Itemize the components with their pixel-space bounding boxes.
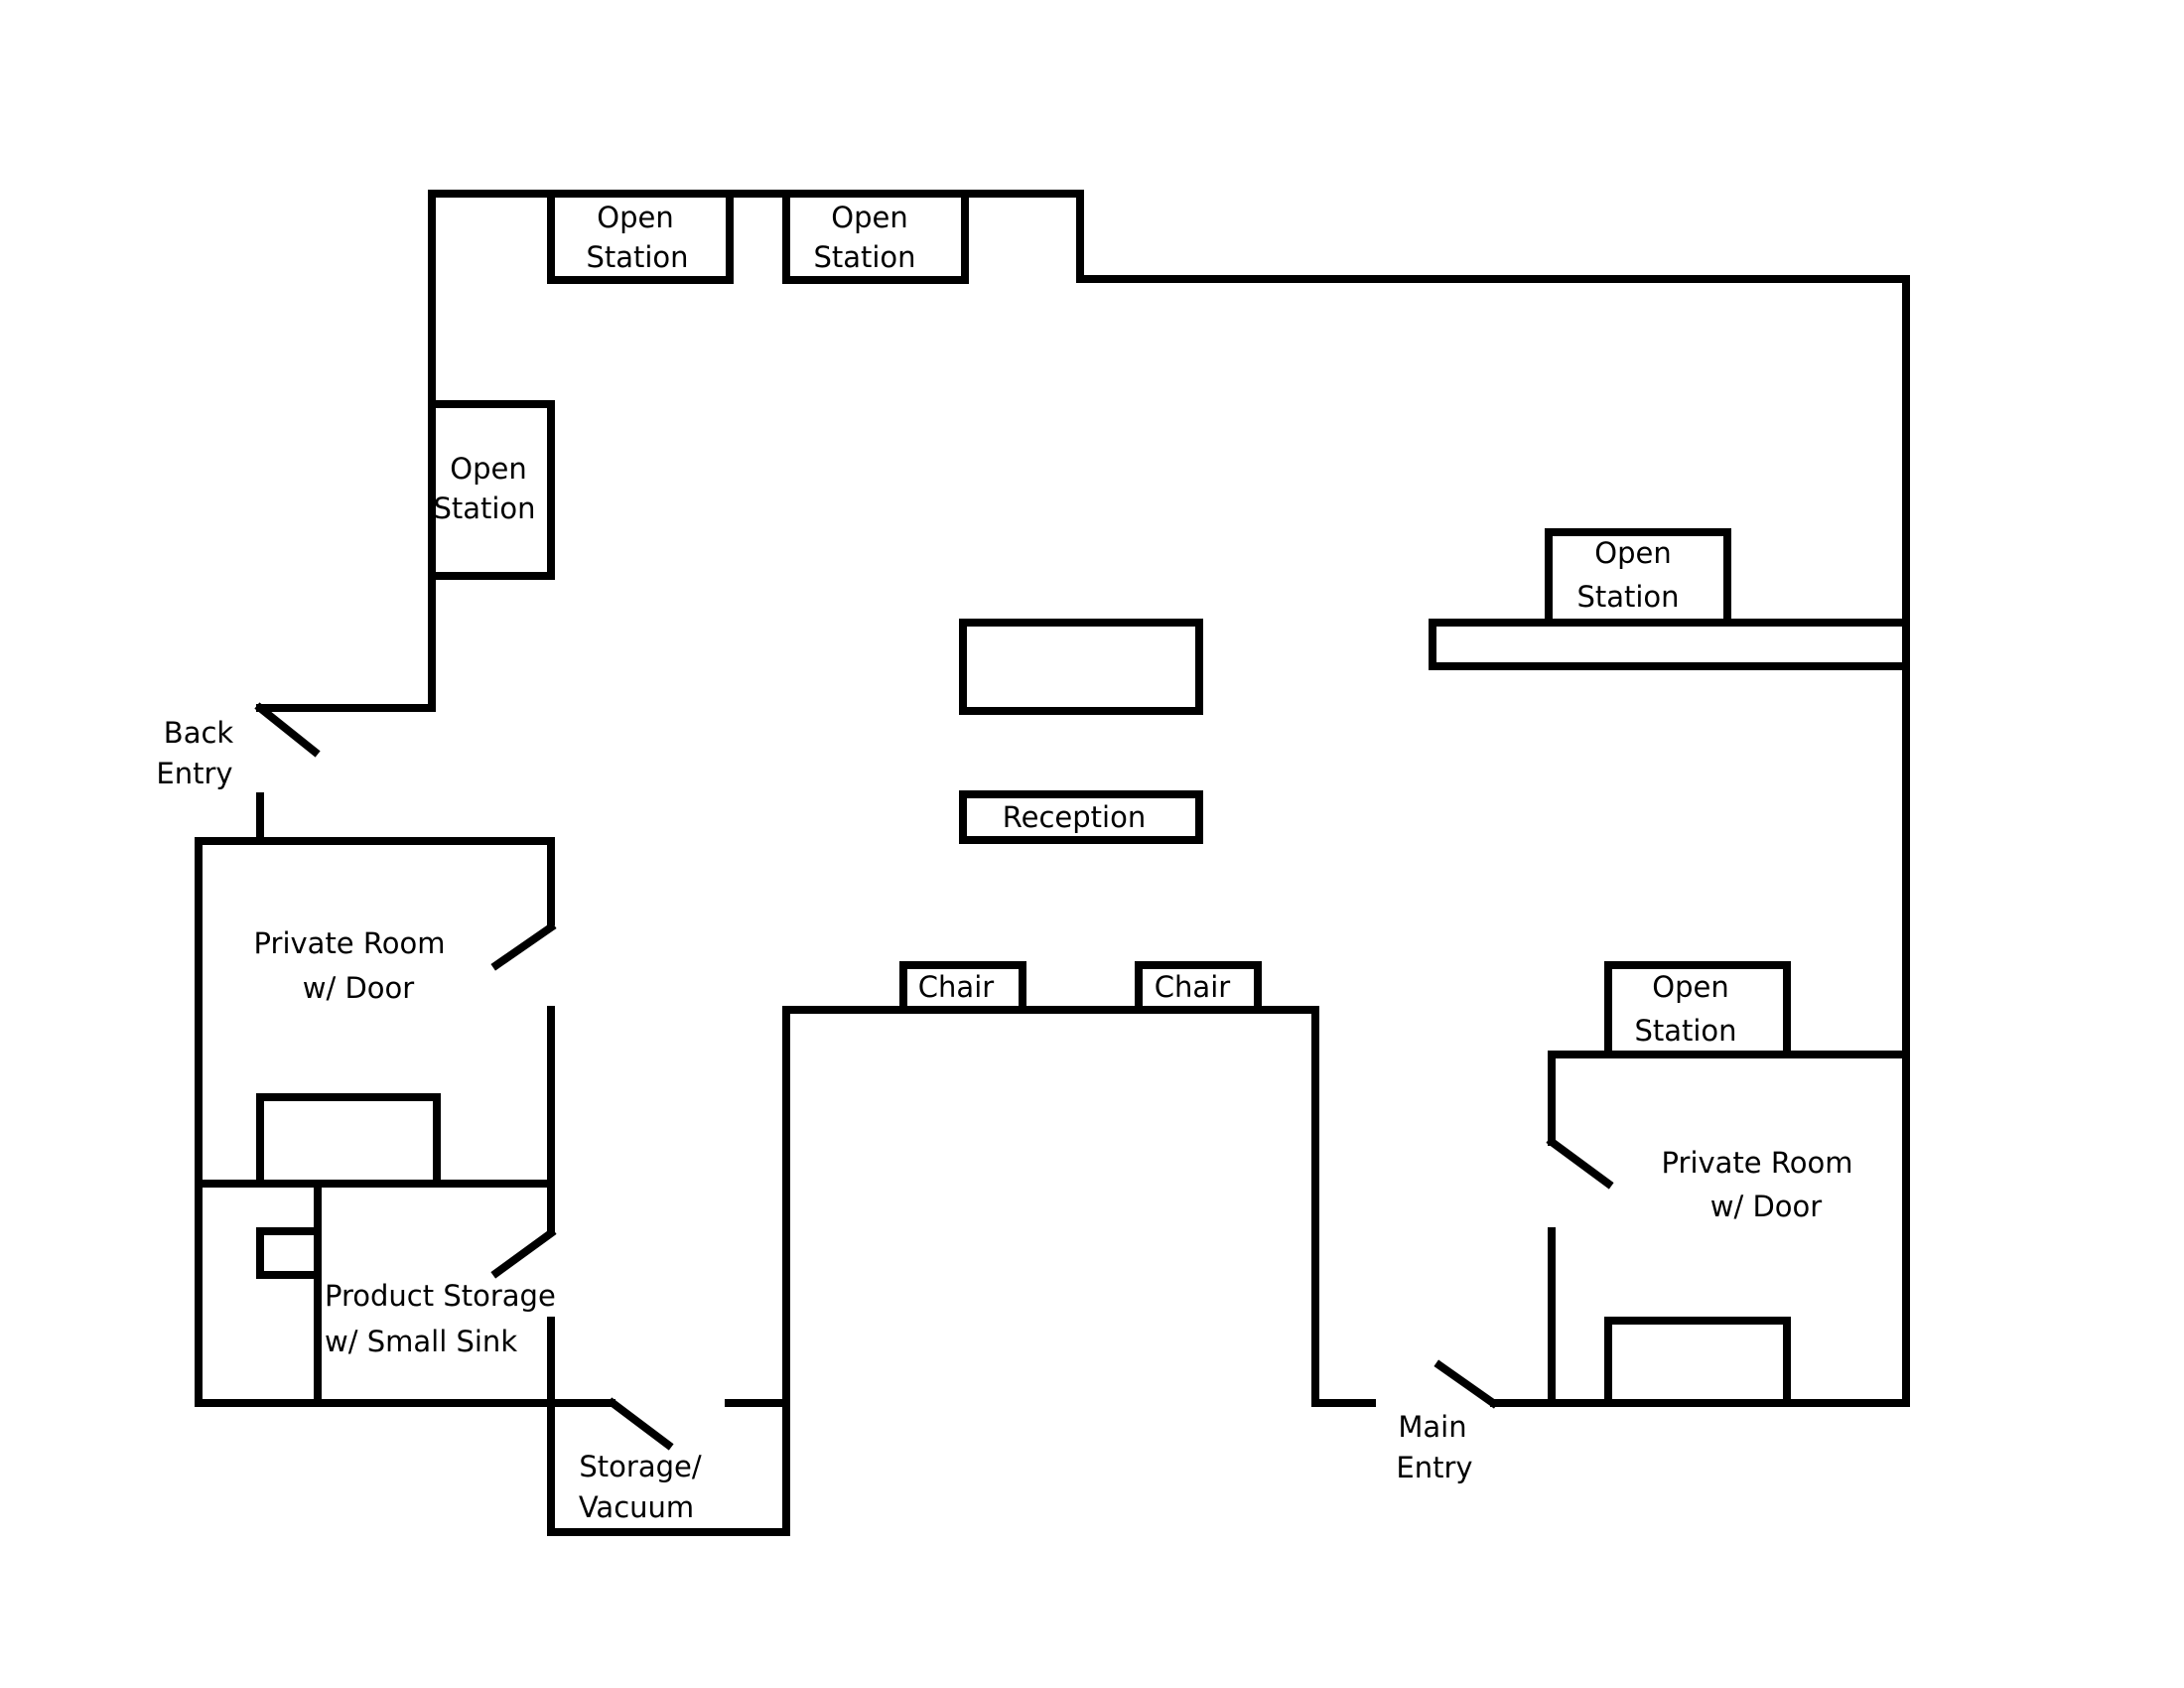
private-room-left-door (490, 921, 557, 971)
open-station-label-line2: Station (586, 240, 688, 274)
product-storage-label-line2: w/ Small Sink (325, 1325, 517, 1358)
open-station-label-line2: Station (1634, 1014, 1736, 1048)
open-station-label-line1: Open (1594, 536, 1671, 570)
wall-private-room-right (1548, 1051, 1910, 1146)
storage-vacuum-label-line2: Vacuum (579, 1490, 694, 1524)
private-room-right-door (1546, 1136, 1614, 1190)
main-entry-label-line2: Entry (1396, 1451, 1472, 1484)
back-entry-door (254, 702, 321, 758)
open-station-label-line1: Open (450, 452, 526, 486)
open-station-label-line2: Station (813, 240, 915, 274)
private-room-left-label-line1: Private Room (254, 926, 446, 960)
open-station-label-line2: Station (1576, 580, 1679, 614)
chair-label: Chair (918, 970, 994, 1004)
open-station-box (1545, 528, 1731, 627)
open-station-box (547, 190, 734, 284)
back-entry-label-line1: Back (164, 716, 234, 750)
open-station-box (782, 190, 969, 284)
main-entry-label-line1: Main (1398, 1410, 1466, 1444)
storage-vacuum-label-line1: Storage/ (579, 1450, 701, 1483)
product-storage-label-line1: Product Storage (325, 1279, 556, 1313)
wall-south-west (195, 837, 555, 1407)
back-entry-label-line2: Entry (156, 757, 232, 790)
open-station-3: Open Station (428, 400, 555, 580)
chair-label: Chair (1155, 970, 1230, 1004)
center-table (959, 619, 1203, 715)
reception-desk: Reception (959, 790, 1203, 844)
private-room-right-label-line2: w/ Door (1710, 1190, 1823, 1223)
open-station-label-line1: Open (597, 201, 673, 234)
open-station-1: Open Station (547, 190, 734, 284)
counter-right (1429, 619, 1910, 670)
chair-1: Chair (899, 961, 1026, 1014)
open-station-label-line2: Station (433, 492, 535, 525)
reception-label: Reception (1003, 800, 1146, 834)
open-station-4: Open Station (1545, 528, 1731, 627)
private-room-left-bed (256, 1093, 441, 1188)
open-station-2: Open Station (782, 190, 969, 284)
wall-north-west (256, 190, 1910, 1407)
reception-box (959, 790, 1203, 844)
doors (254, 702, 1614, 1451)
open-station-box (428, 400, 555, 580)
chair-box (1135, 961, 1262, 1014)
small-sink (256, 1227, 322, 1279)
chair-box (899, 961, 1026, 1014)
chair-2: Chair (1135, 961, 1262, 1014)
private-room-right-label-line1: Private Room (1662, 1146, 1853, 1180)
wall-main-entry-left (1251, 1006, 1376, 1407)
storage-vacuum-door (607, 1397, 674, 1451)
open-station-box (1604, 961, 1791, 1058)
open-station-label-line1: Open (1652, 970, 1728, 1004)
private-room-right-bed (1604, 1317, 1791, 1407)
open-station-5: Open Station (1604, 961, 1791, 1058)
main-entry-door (1433, 1359, 1499, 1409)
product-storage-door (490, 1227, 557, 1279)
wall-center-bay (547, 1006, 1259, 1536)
open-station-label-line1: Open (831, 201, 907, 234)
private-room-left-label-line2: w/ Door (303, 971, 415, 1005)
